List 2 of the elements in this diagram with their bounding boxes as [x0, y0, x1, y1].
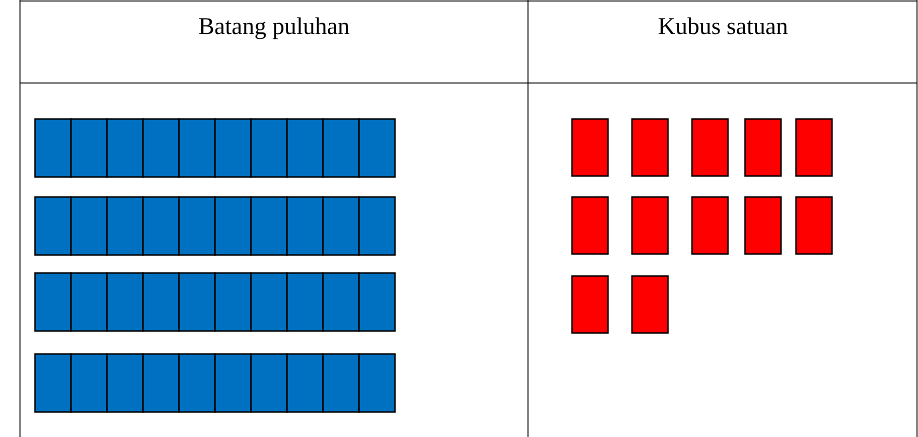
column-header: Batang puluhan	[198, 14, 350, 41]
column-header: Kubus satuan	[658, 14, 788, 41]
